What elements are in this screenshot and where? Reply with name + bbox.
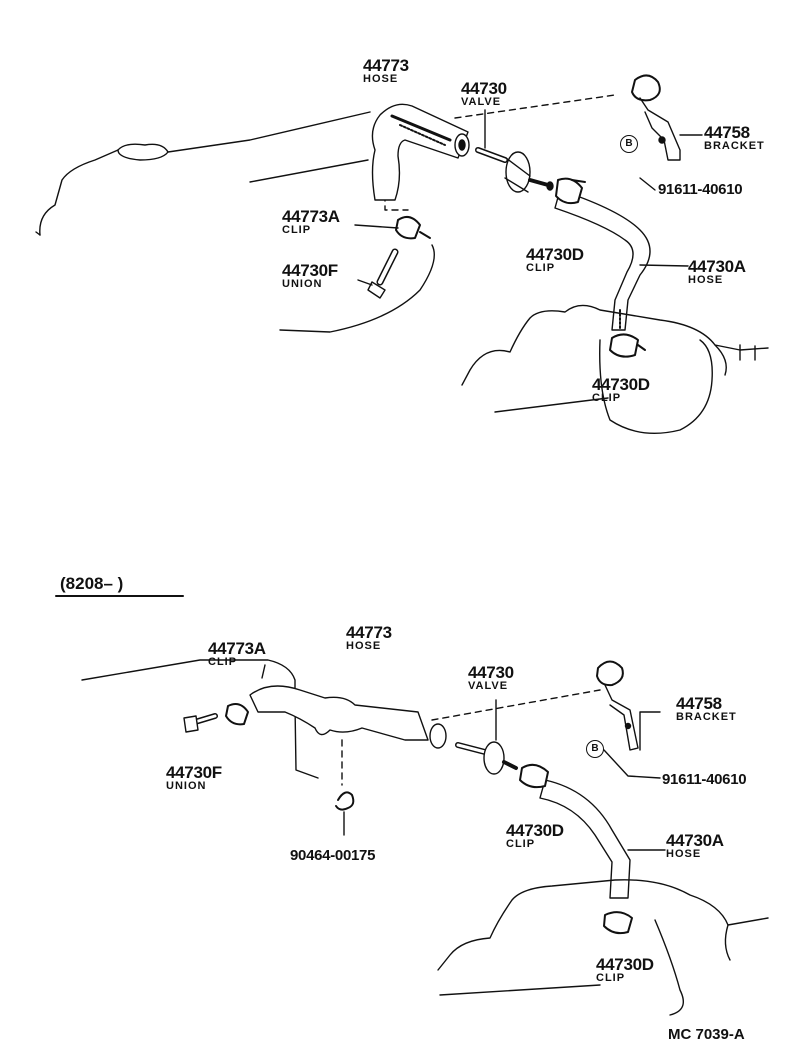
bottom-hose-44730A-label: 44730A HOSE — [666, 832, 724, 860]
part-number: 44773A — [208, 639, 266, 658]
part-name: CLIP — [282, 224, 312, 236]
figure-reference: MC 7039-A — [668, 1026, 745, 1043]
bottom-clip-44773A-label: 44773A CLIP — [208, 640, 266, 668]
bottom-bolt-part-number: 91611-40610 — [662, 771, 747, 788]
part-name: HOSE — [363, 73, 399, 85]
bottom-clip-44730D-upper-label: 44730D CLIP — [506, 822, 564, 850]
part-number: 44730A — [688, 257, 746, 276]
part-name: VALVE — [468, 680, 509, 692]
top-clip-44730D-lower-label: 44730D CLIP — [592, 376, 650, 404]
part-name: CLIP — [208, 656, 238, 668]
top-clip-44773A-label: 44773A CLIP — [282, 208, 340, 236]
bottom-clamp-90464 — [335, 791, 355, 836]
bottom-union-44730F — [183, 713, 218, 733]
top-hose-44773-label: 44773 HOSE — [363, 57, 409, 85]
top-clip-44730D-upper-label: 44730D CLIP — [526, 246, 584, 274]
top-hose-44730A-label: 44730A HOSE — [688, 258, 746, 286]
top-bolt-part-number: 91611-40610 — [658, 181, 743, 198]
part-name: CLIP — [592, 392, 622, 404]
bottom-clip-44773A — [225, 703, 249, 726]
part-name: HOSE — [666, 848, 702, 860]
part-name: UNION — [282, 278, 323, 290]
part-name: BRACKET — [704, 140, 765, 152]
part-number: 44730D — [506, 821, 564, 840]
bottom-hose-44730A — [539, 779, 631, 899]
top-booster-outline — [461, 304, 769, 435]
part-name: VALVE — [461, 96, 502, 108]
top-union-44730F-label: 44730F UNION — [282, 262, 338, 290]
top-union-44730F — [367, 248, 399, 299]
top-clips — [395, 177, 646, 358]
bottom-valve-44730-label: 44730 VALVE — [468, 664, 514, 692]
part-name: CLIP — [596, 972, 626, 984]
part-number: 44730F — [166, 763, 222, 782]
part-name: BRACKET — [676, 711, 737, 723]
bottom-bracket-44758-label: 44758 BRACKET — [676, 695, 737, 723]
part-number: 44773 — [363, 56, 409, 75]
part-number: 44730D — [596, 955, 654, 974]
bottom-engine-outline — [81, 659, 319, 779]
part-number: 44730 — [468, 663, 514, 682]
bottom-union-44730F-label: 44730F UNION — [166, 764, 222, 792]
section-date-label: (8208– ) — [60, 574, 124, 593]
part-number: 44730D — [526, 245, 584, 264]
part-number: 44730D — [592, 375, 650, 394]
top-hose-44773 — [371, 103, 470, 201]
bottom-hose-44773 — [249, 685, 447, 749]
bottom-booster-outline — [437, 879, 769, 1016]
bolt-mark-b-icon: B — [620, 135, 638, 153]
top-engine-outline — [35, 111, 435, 333]
bottom-dashed-leaders — [341, 689, 601, 786]
part-number: 44773A — [282, 207, 340, 226]
bottom-leader-lines — [261, 664, 666, 851]
part-number: 44730F — [282, 261, 338, 280]
bolt-mark-b-icon: B — [586, 740, 604, 758]
part-name: HOSE — [346, 640, 382, 652]
top-bracket-44758 — [631, 74, 703, 161]
part-name: CLIP — [506, 838, 536, 850]
bottom-bracket-44758 — [596, 660, 661, 751]
top-leader-lines — [354, 177, 689, 286]
bottom-valve-44730 — [455, 699, 518, 775]
part-name: UNION — [166, 780, 207, 792]
part-number: 44758 — [676, 694, 722, 713]
top-bracket-44758-label: 44758 BRACKET — [704, 124, 765, 152]
top-valve-44730 — [475, 109, 554, 193]
part-name: CLIP — [526, 262, 556, 274]
part-name: HOSE — [688, 274, 724, 286]
part-number: 44773 — [346, 623, 392, 642]
bottom-clamp-90464-label: 90464-00175 — [290, 847, 376, 864]
bottom-hose-44773-label: 44773 HOSE — [346, 624, 392, 652]
part-number: 44758 — [704, 123, 750, 142]
top-valve-44730-label: 44730 VALVE — [461, 80, 507, 108]
bottom-clips — [519, 763, 633, 935]
bottom-clip-44730D-lower-label: 44730D CLIP — [596, 956, 654, 984]
part-number: 44730A — [666, 831, 724, 850]
part-number: 44730 — [461, 79, 507, 98]
